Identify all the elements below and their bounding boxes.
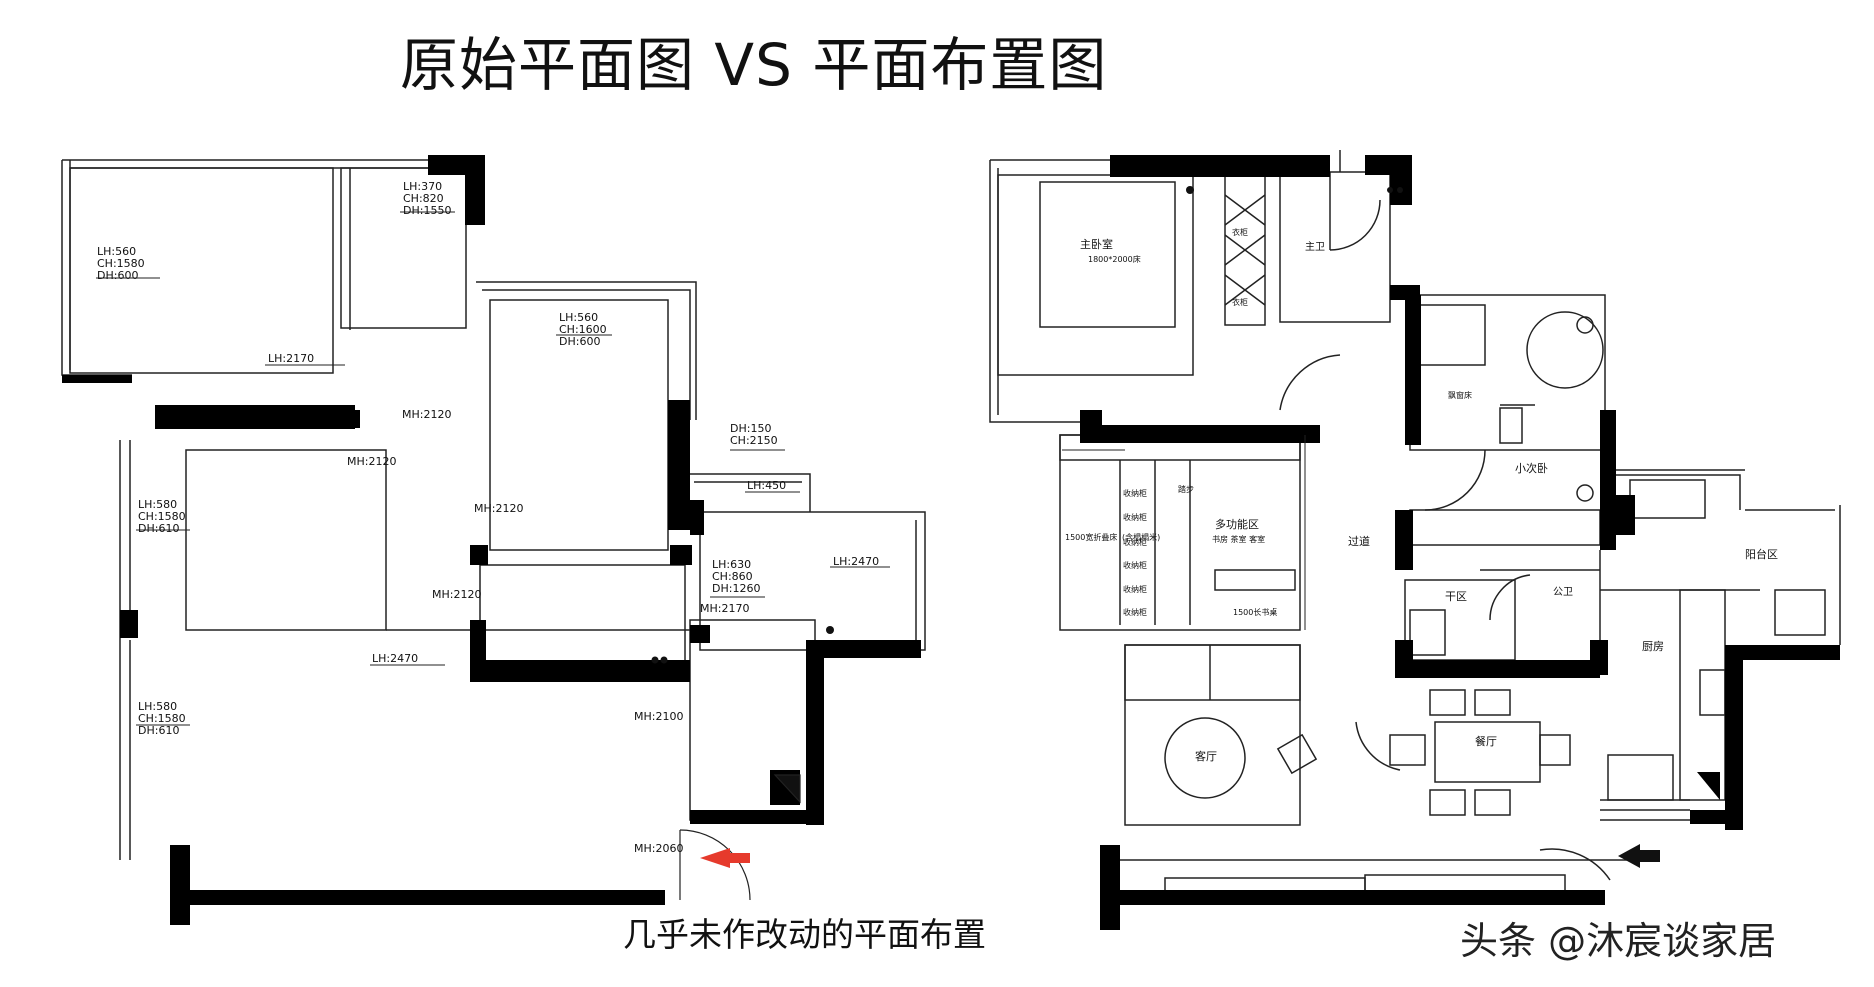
original-plan-dots	[651, 626, 834, 664]
room-label-bed-size: 1800*2000床	[1088, 254, 1141, 264]
dim-label-10: MH:2100	[634, 710, 683, 723]
window-label-1-lh: LH:560	[97, 245, 136, 258]
layout-plan-solid-walls	[1080, 155, 1840, 930]
room-label-closet2: 衣柜	[1232, 297, 1248, 307]
room-label-desk: 1500长书桌	[1233, 607, 1277, 617]
original-plan-text: LH:560 CH:1580 DH:600 LH:370 CH:820 DH:1…	[97, 180, 879, 855]
dim-label-7: LH:2470	[833, 555, 879, 568]
window-label-5-ch: CH:1580	[138, 712, 186, 725]
window-label-7-ch: CH:860	[712, 570, 753, 583]
room-label-sofa-bed-note: (含榻榻米)	[1122, 532, 1160, 542]
window-label-6-ch: CH:2150	[730, 434, 778, 447]
storage-label-3: 收纳柜	[1123, 537, 1147, 547]
entrance-arrow	[700, 848, 750, 868]
window-label-5-dh: DH:610	[138, 724, 179, 737]
dim-label-4: MH:2120	[474, 502, 523, 515]
page-title: 原始平面图 VS 平面布置图	[400, 31, 1108, 99]
window-label-1-ch: CH:1580	[97, 257, 145, 270]
dim-label-8: MH:2170	[700, 602, 749, 615]
storage-label-6: 收纳柜	[1123, 607, 1147, 617]
room-label-multi-function-note: 书房 茶室 客室	[1212, 534, 1265, 544]
window-label-7-lh: LH:630	[712, 558, 751, 571]
room-label-master-bath: 主卫	[1305, 241, 1325, 253]
room-label-multi-function: 多功能区	[1215, 517, 1259, 531]
room-label-laundry: 阳台区	[1745, 547, 1778, 561]
layout-plan-grid-lines	[1062, 435, 1306, 630]
layout-plan-walls	[989, 150, 1841, 898]
window-label-2-lh: LH:370	[403, 180, 442, 193]
entrance-arrow-layout	[1618, 844, 1660, 868]
window-label-4-lh: LH:580	[138, 498, 177, 511]
room-label-living-room: 客厅	[1195, 749, 1217, 763]
room-label-closet1: 衣柜	[1232, 227, 1248, 237]
dim-label-2: MH:2120	[402, 408, 451, 421]
storage-label-4: 收纳柜	[1123, 560, 1147, 570]
dim-label-1: LH:2170	[268, 352, 314, 365]
room-label-dry-area: 干区	[1445, 590, 1467, 603]
room-label-master-bedroom: 主卧室	[1080, 237, 1113, 251]
dim-label-5: MH:2120	[432, 588, 481, 601]
room-label-dining-room: 餐厅	[1475, 734, 1497, 748]
window-label-2-ch: CH:820	[403, 192, 444, 205]
dim-label-11: MH:2060	[634, 842, 683, 855]
storage-label-5: 收纳柜	[1123, 584, 1147, 594]
window-label-3-lh: LH:560	[559, 311, 598, 324]
room-label-storage-bench: 踏步	[1178, 484, 1194, 494]
caption: 几乎未作改动的平面布置	[623, 915, 986, 954]
room-label-public-bath: 公卫	[1553, 587, 1573, 598]
window-label-4-dh: DH:610	[138, 522, 179, 535]
dim-label-6: LH:450	[747, 479, 786, 492]
layout-plan-dots	[1186, 186, 1403, 194]
window-label-2-dh: DH:1550	[403, 204, 451, 217]
room-label-bay-window: 飘窗床	[1448, 390, 1472, 400]
room-label-kitchen: 厨房	[1642, 640, 1664, 653]
original-plan-fixtures	[773, 774, 801, 804]
layout-plan-text: 主卧室 1800*2000床 主卫 衣柜 衣柜 多功能区 书房 茶室 客室 收纳…	[1065, 227, 1778, 763]
window-label-3-dh: DH:600	[559, 335, 600, 348]
window-label-3-ch: CH:1600	[559, 323, 607, 336]
window-label-4-ch: CH:1580	[138, 510, 186, 523]
original-plan-dimension-lines	[96, 211, 890, 726]
dim-label-3: MH:2120	[347, 455, 396, 468]
storage-label-1: 收纳柜	[1123, 488, 1147, 498]
window-label-7-dh: DH:1260	[712, 582, 760, 595]
window-label-1-dh: DH:600	[97, 269, 138, 282]
room-label-corridor: 过道	[1348, 534, 1370, 548]
watermark: 头条 @沐宸谈家居	[1460, 919, 1777, 963]
window-label-5-lh: LH:580	[138, 700, 177, 713]
original-plan-solid-walls	[62, 155, 921, 925]
room-label-sofa-bed: 1500宽折叠床	[1065, 532, 1117, 542]
room-label-small-bedroom: 小次卧	[1515, 461, 1548, 475]
window-label-6-dh: DH:150	[730, 422, 771, 435]
storage-label-2: 收纳柜	[1123, 512, 1147, 522]
dim-label-9: LH:2470	[372, 652, 418, 665]
